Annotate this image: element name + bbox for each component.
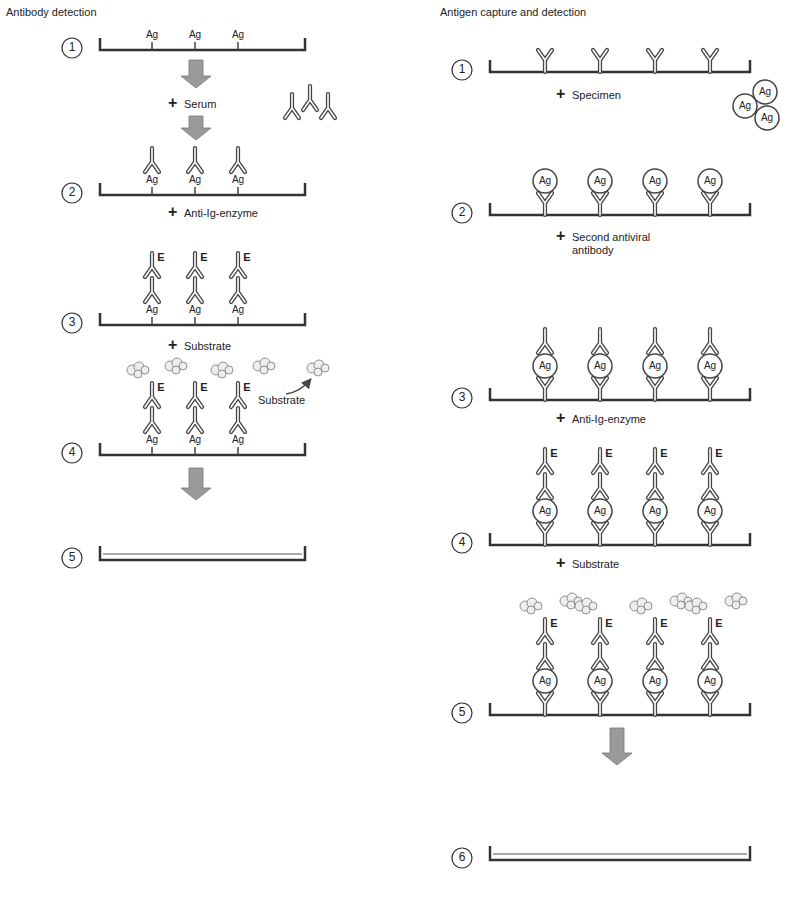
antigen-label: Ag [146, 304, 158, 316]
antigen-label: Ag [539, 175, 551, 187]
column-heading: Antigen capture and detection [440, 6, 586, 19]
enzyme-label: E [605, 617, 612, 630]
antigen-label: Ag [649, 505, 661, 517]
antigen-label: Ag [232, 304, 244, 316]
step-label: Substrate [258, 394, 305, 407]
enzyme-label: E [243, 251, 250, 264]
enzyme-label: E [157, 251, 164, 264]
callout-number: 2 [459, 206, 466, 220]
callout-number: 6 [459, 851, 466, 865]
enzyme-label: E [200, 251, 207, 264]
step-label: Serum [184, 98, 216, 111]
antigen-label: Ag [539, 675, 551, 687]
antigen-label: Ag [189, 434, 201, 446]
antigen-label: Ag [704, 360, 716, 372]
antigen-label: Ag [146, 29, 158, 41]
callout-number: 1 [459, 63, 466, 77]
plus-sign: + [556, 409, 565, 427]
plus-sign: + [168, 336, 177, 354]
enzyme-label: E [550, 447, 557, 460]
step-label: Second antiviral antibody [572, 231, 664, 256]
callout-number: 5 [459, 706, 466, 720]
plus-sign: + [556, 554, 565, 572]
callout-number: 3 [459, 391, 466, 405]
plus-sign: + [556, 227, 565, 245]
step-label: Specimen [572, 89, 621, 102]
antigen-label: Ag [539, 360, 551, 372]
antigen-label: Ag [594, 505, 606, 517]
antigen-label: Ag [189, 304, 201, 316]
plus-sign: + [556, 85, 565, 103]
antigen-label: Ag [704, 505, 716, 517]
antigen-label: Ag [594, 675, 606, 687]
antigen-label: Ag [594, 360, 606, 372]
callout-number: 4 [69, 446, 76, 460]
enzyme-label: E [715, 617, 722, 630]
step-label: Anti-Ig-enzyme [184, 207, 258, 220]
antigen-label: Ag [232, 434, 244, 446]
antigen-label: Ag [189, 174, 201, 186]
column-heading: Antibody detection [6, 6, 97, 19]
enzyme-label: E [200, 381, 207, 394]
callout-number: 1 [69, 41, 76, 55]
antigen-label: Ag [739, 100, 751, 112]
plus-sign: + [168, 94, 177, 112]
step-label: Anti-Ig-enzyme [572, 413, 646, 426]
enzyme-label: E [715, 447, 722, 460]
antigen-label: Ag [146, 174, 158, 186]
enzyme-label: E [660, 617, 667, 630]
enzyme-label: E [550, 617, 557, 630]
step-label: Substrate [572, 558, 619, 571]
antigen-label: Ag [232, 174, 244, 186]
antigen-label: Ag [146, 434, 158, 446]
enzyme-label: E [243, 381, 250, 394]
plus-sign: + [168, 203, 177, 221]
antigen-label: Ag [704, 175, 716, 187]
callout-number: 3 [69, 316, 76, 330]
antigen-label: Ag [232, 29, 244, 41]
callout-number: 5 [69, 551, 76, 565]
antigen-label: Ag [649, 175, 661, 187]
antigen-label: Ag [189, 29, 201, 41]
callout-number: 2 [69, 186, 76, 200]
enzyme-label: E [605, 447, 612, 460]
enzyme-label: E [157, 381, 164, 394]
antigen-label: Ag [594, 175, 606, 187]
step-label: Substrate [184, 340, 231, 353]
antigen-label: Ag [704, 675, 716, 687]
enzyme-label: E [660, 447, 667, 460]
antigen-label: Ag [759, 86, 771, 98]
callout-number: 4 [459, 536, 466, 550]
antigen-label: Ag [761, 112, 773, 124]
antigen-label: Ag [649, 675, 661, 687]
antigen-label: Ag [649, 360, 661, 372]
antigen-label: Ag [539, 505, 551, 517]
